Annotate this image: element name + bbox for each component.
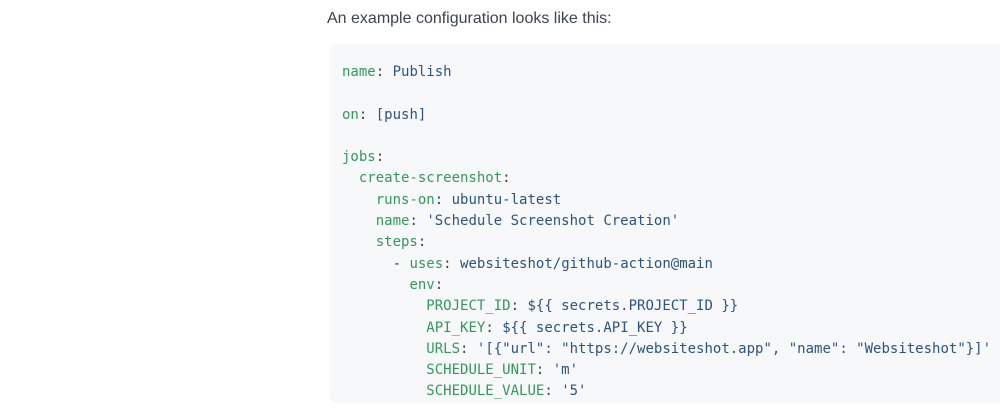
yaml-punctuation: :	[358, 106, 368, 123]
yaml-punctuation: :	[502, 170, 511, 187]
yaml-punctuation	[384, 64, 392, 80]
yaml-punctuation: :	[434, 191, 444, 208]
yaml-punctuation	[342, 277, 409, 293]
yaml-value: ubuntu-latest	[451, 191, 562, 208]
yaml-key: name	[342, 64, 376, 80]
code-line: jobs:	[342, 147, 1000, 168]
yaml-key: steps	[375, 234, 418, 251]
yaml-punctuation: :	[375, 149, 385, 166]
code-line: URLS: '[{"url": "https://websiteshot.app…	[342, 339, 1000, 360]
yaml-key: name	[375, 213, 410, 230]
yaml-key: SCHEDULE_VALUE	[426, 383, 545, 400]
code-line	[342, 83, 1000, 104]
yaml-punctuation: :	[460, 340, 469, 357]
yaml-key: SCHEDULE_UNIT	[426, 362, 536, 379]
code-line: on: [push]	[342, 105, 1000, 126]
yaml-value: 'm'	[552, 362, 579, 379]
code-block[interactable]: name: Publish on: [push] jobs: create-scre…	[330, 44, 1000, 403]
yaml-key: runs-on	[375, 191, 435, 208]
yaml-punctuation: :	[485, 319, 494, 336]
code-line: runs-on: ubuntu-latest	[342, 190, 1000, 211]
yaml-value: ${{ secrets.PROJECT_ID }}	[527, 298, 739, 315]
yaml-punctuation: :	[535, 362, 545, 379]
yaml-key: uses	[409, 255, 444, 272]
yaml-key: env	[409, 276, 435, 293]
code-line: API_KEY: ${{ secrets.API_KEY }}	[342, 318, 1000, 339]
yaml-punctuation	[342, 213, 376, 229]
yaml-key: URLS	[426, 340, 461, 357]
yaml-punctuation	[494, 320, 502, 336]
yaml-punctuation	[342, 383, 426, 399]
yaml-punctuation	[452, 256, 460, 272]
yaml-value: '5'	[561, 383, 587, 400]
yaml-punctuation	[342, 256, 393, 272]
yaml-value: 'Schedule Screenshot Creation'	[426, 213, 680, 230]
yaml-value: [push]	[375, 106, 427, 123]
yaml-punctuation: :	[443, 255, 452, 272]
code-line: name: Publish	[342, 62, 1000, 83]
code-line	[342, 126, 1000, 147]
yaml-punctuation	[342, 192, 376, 208]
yaml-punctuation	[342, 362, 426, 378]
yaml-punctuation	[553, 383, 561, 399]
yaml-punctuation	[342, 341, 426, 357]
yaml-punctuation	[443, 192, 451, 208]
yaml-punctuation: :	[510, 298, 520, 315]
code-line: SCHEDULE_UNIT: 'm'	[342, 360, 1000, 381]
yaml-punctuation: :	[434, 276, 444, 293]
yaml-key: on	[342, 106, 359, 123]
code-line: name: 'Schedule Screenshot Creation'	[342, 211, 1000, 232]
code-line: PROJECT_ID: ${{ secrets.PROJECT_ID }}	[342, 296, 1000, 317]
yaml-value: Publish	[392, 64, 452, 80]
yaml-punctuation	[342, 320, 426, 336]
yaml-punctuation	[468, 341, 476, 357]
yaml-punctuation: :	[409, 213, 418, 230]
yaml-value: ${{ secrets.API_KEY }}	[502, 319, 688, 336]
code-panel[interactable]: name: Publish on: [push] jobs: create-scre…	[330, 44, 1000, 403]
yaml-punctuation	[342, 234, 376, 250]
yaml-key: API_KEY	[426, 319, 486, 336]
yaml-punctuation: :	[544, 383, 553, 400]
yaml-punctuation	[367, 107, 375, 123]
code-line: steps:	[342, 232, 1000, 253]
yaml-punctuation	[342, 298, 426, 314]
yaml-value: '[{"url": "https://websiteshot.app", "na…	[476, 340, 992, 357]
yaml-punctuation	[544, 362, 552, 378]
yaml-key: jobs	[342, 149, 376, 166]
yaml-punctuation: :	[375, 64, 385, 80]
yaml-value: websiteshot/github-action@main	[460, 255, 713, 272]
yaml-punctuation	[342, 170, 359, 186]
yaml-key: PROJECT_ID	[426, 298, 511, 315]
code-line: env:	[342, 275, 1000, 296]
code-line: - uses: websiteshot/github-action@main	[342, 254, 1000, 275]
yaml-key: create-screenshot	[358, 170, 503, 187]
code-line: SCHEDULE_VALUE: '5'	[342, 381, 1000, 402]
code-line: create-screenshot:	[342, 168, 1000, 189]
yaml-punctuation: :	[417, 234, 427, 251]
intro-text: An example configuration looks like this…	[327, 10, 612, 27]
yaml-punctuation: -	[392, 255, 402, 272]
